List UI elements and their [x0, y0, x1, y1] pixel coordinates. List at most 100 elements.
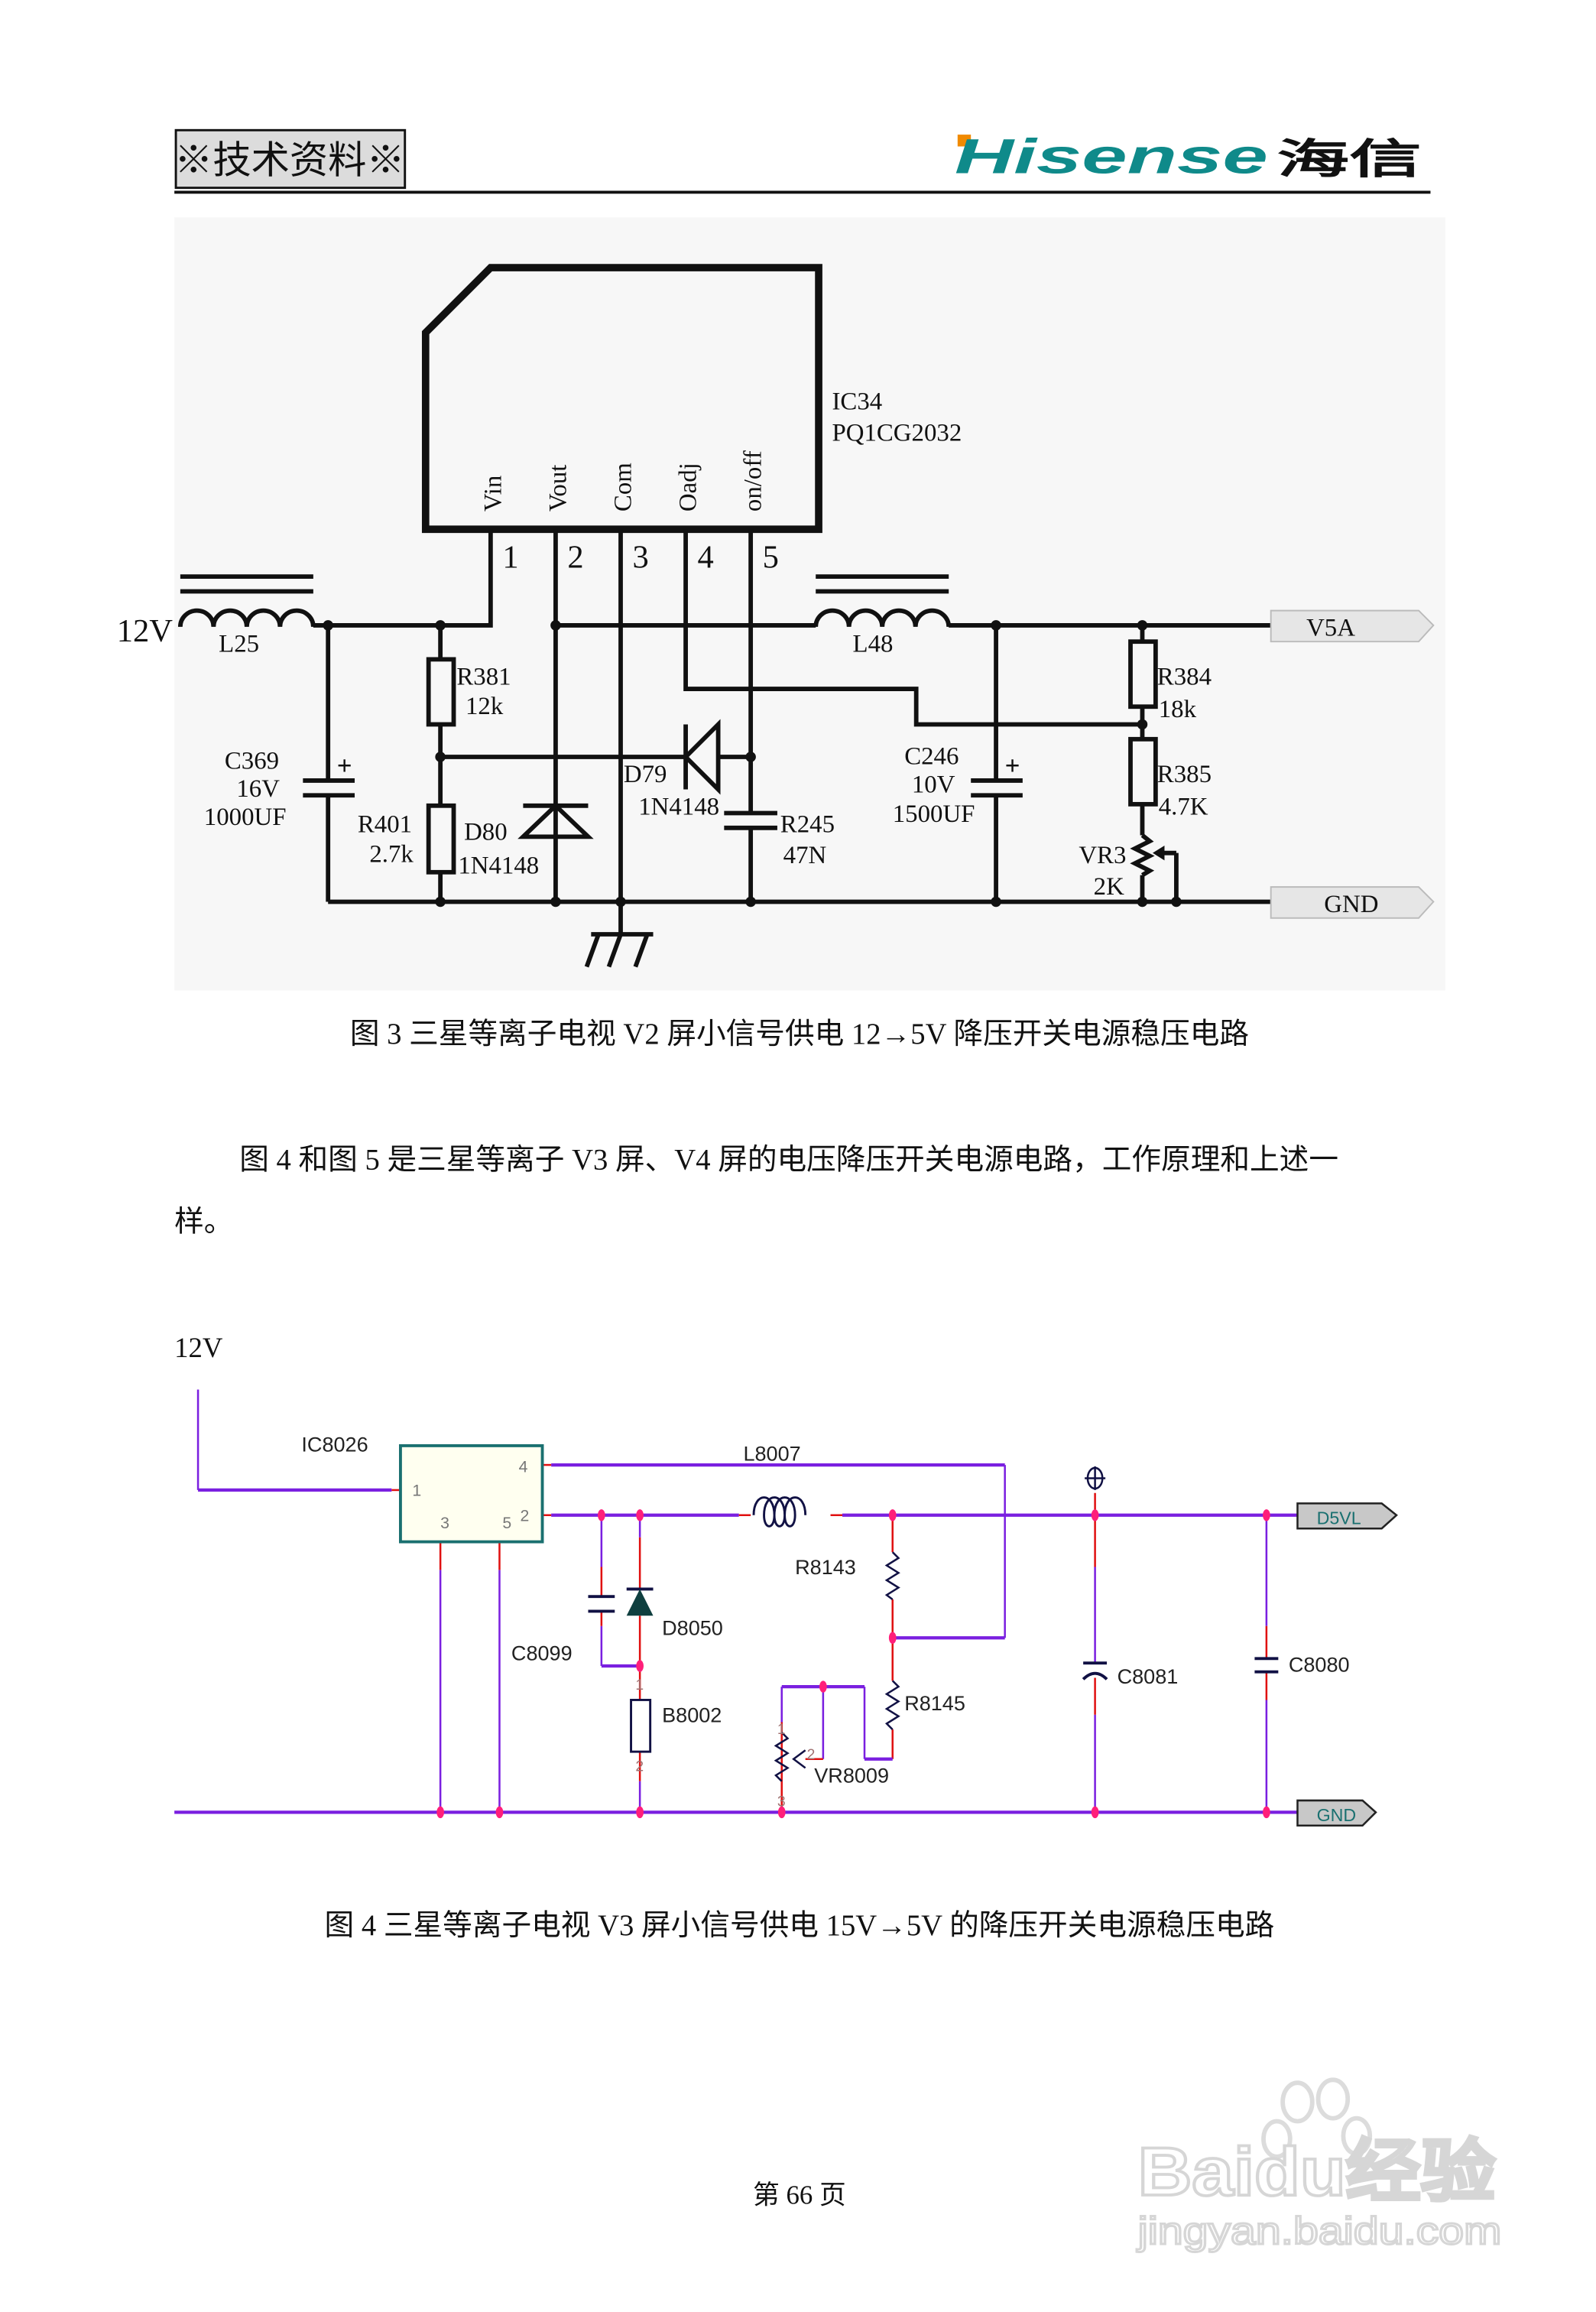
- d79-part: 1N4148: [638, 793, 719, 820]
- pin-label-onoff: on/off: [740, 450, 767, 511]
- b8002-pin-1: 1: [635, 1677, 644, 1693]
- inductor-l8007: L8007: [743, 1442, 807, 1528]
- figure-3-wires: [313, 529, 1271, 935]
- resistor-r401: R401 2.7k: [358, 803, 456, 875]
- d80-label: D80: [464, 818, 508, 846]
- gnd-label: GND: [1324, 891, 1378, 918]
- c369-voltage: 16V: [236, 775, 280, 803]
- logo-accent: [957, 135, 972, 147]
- pin-num-3: 3: [632, 540, 648, 576]
- capacitor-r245: R245 47N: [724, 810, 835, 869]
- pin-num-1: 1: [502, 540, 518, 576]
- ic8026-pin-1: 1: [412, 1482, 421, 1500]
- svg-text:+: +: [337, 751, 352, 781]
- tech-doc-badge-text: ※技术资料※: [174, 138, 405, 181]
- tech-doc-badge: [174, 128, 407, 190]
- r245-label: R245: [780, 811, 835, 839]
- ic8026-label: IC8026: [301, 1434, 368, 1456]
- capacitor-c8080: C8080: [1254, 1654, 1350, 1677]
- b8002-pin-2: 2: [635, 1758, 644, 1775]
- vr3-label: VR3: [1079, 842, 1126, 869]
- net-tag-d5vl: D5VL: [1296, 1502, 1398, 1530]
- pin-label-oadj: Oadj: [675, 463, 702, 511]
- d79-label: D79: [624, 761, 667, 788]
- v5a-label: V5A: [1306, 614, 1355, 641]
- r384-value: 18k: [1159, 696, 1197, 723]
- r381-value: 12k: [466, 693, 504, 720]
- d5vl-label: D5VL: [1317, 1508, 1361, 1528]
- b8002-label: B8002: [662, 1703, 722, 1726]
- capacitor-c8081: C8081: [1082, 1466, 1179, 1688]
- svg-text:+: +: [1005, 751, 1020, 781]
- resistor-r384: R384 18k: [1128, 639, 1212, 723]
- ic8026-pin-3: 3: [440, 1514, 449, 1532]
- r8143-label: R8143: [795, 1556, 856, 1579]
- paragraph-line-2: 样。: [174, 1206, 233, 1239]
- bead-b8002: B8002 1 2: [630, 1677, 722, 1775]
- resistor-r8145: R8145: [884, 1680, 965, 1731]
- page-number: 第 66 页: [753, 2180, 846, 2210]
- paw-icon: [1261, 2077, 1373, 2159]
- c8099-label: C8099: [511, 1641, 573, 1664]
- potentiometer-vr3: VR3 2K: [1079, 833, 1176, 901]
- vr8009-pin-3: 3: [777, 1794, 786, 1810]
- l8007-label: L8007: [743, 1442, 800, 1465]
- figure-4-junctions: [436, 1509, 1270, 1819]
- ic8026-pin-2: 2: [521, 1507, 530, 1525]
- pin-num-4: 4: [698, 540, 714, 576]
- ic8026-pin-4: 4: [519, 1458, 528, 1476]
- l25-label: L25: [219, 631, 259, 658]
- figure-4-wires: [174, 1389, 1298, 1814]
- figure-4-schematic: 12V IC8026 1 4 2: [174, 1332, 1398, 1827]
- figure-3-schematic: IC34 PQ1CG2032 Vin Vout Com Oadj on/off …: [117, 217, 1445, 991]
- resistor-r8143: R8143: [795, 1551, 900, 1601]
- baidu-watermark: Baidu经验 jingyan.baidu.com: [1135, 2077, 1503, 2253]
- figure-3-caption: 图 3 三星等离子电视 V2 屏小信号供电 12→5V 降压开关电源稳压电路: [350, 1018, 1249, 1050]
- pin-num-5: 5: [763, 540, 779, 576]
- watermark-url: jingyan.baidu.com: [1136, 2210, 1501, 2252]
- gnd-label-fig4: GND: [1317, 1805, 1357, 1825]
- inductor-l25: L25: [177, 574, 316, 658]
- net-tag-gnd-fig4: GND: [1296, 1799, 1377, 1827]
- potentiometer-vr8009: VR8009 1 2 3: [774, 1722, 889, 1810]
- r384-label: R384: [1157, 663, 1212, 690]
- r401-label: R401: [358, 811, 412, 839]
- r385-value: 4.7K: [1159, 793, 1208, 820]
- vr8009-pin-2: 2: [807, 1747, 816, 1763]
- capacitor-c8099: C8099: [511, 1595, 615, 1664]
- paragraph-line-1: 图 4 和图 5 是三星等离子 V3 屏、V4 屏的电压降压开关电源电路，工作原…: [239, 1143, 1338, 1176]
- l48-label: L48: [853, 631, 894, 658]
- r401-value: 2.7k: [369, 840, 414, 868]
- r385-label: R385: [1157, 761, 1212, 788]
- c246-voltage: 10V: [912, 771, 955, 798]
- resistor-r381: R381 12k: [426, 657, 511, 727]
- diode-d80: D80 1N4148: [458, 802, 594, 880]
- ic8026-pin-5: 5: [502, 1514, 511, 1532]
- input-12v-label-fig4: 12V: [174, 1332, 223, 1363]
- pin-label-com: Com: [610, 463, 637, 511]
- c8080-label: C8080: [1289, 1654, 1350, 1677]
- diode-d8050: D8050: [626, 1587, 723, 1639]
- net-tag-gnd: GND: [1270, 886, 1435, 919]
- c246-value: 1500UF: [893, 800, 975, 828]
- watermark-brand: Baidu经验: [1138, 2133, 1496, 2210]
- figure-3-background: [174, 217, 1445, 991]
- c369-label: C369: [225, 747, 279, 774]
- d8050-label: D8050: [662, 1616, 723, 1639]
- c246-label: C246: [904, 743, 959, 771]
- ground-symbol: [584, 932, 654, 968]
- c8081-label: C8081: [1118, 1665, 1179, 1688]
- ic34-name: IC34: [832, 388, 882, 416]
- pin-num-2: 2: [567, 540, 583, 576]
- vr8009-pin-1: 1: [777, 1722, 786, 1738]
- input-12v-label: 12V: [117, 613, 174, 649]
- pin-label-vin: Vin: [479, 476, 507, 511]
- r381-label: R381: [456, 663, 511, 690]
- capacitor-c369: + C369 16V 1000UF: [204, 747, 355, 831]
- figure-3-junctions: [323, 620, 1182, 908]
- r8145-label: R8145: [904, 1692, 965, 1715]
- pin-label-vout: Vout: [544, 465, 572, 511]
- logo-text: Hisense: [955, 128, 1268, 183]
- ic34-part: PQ1CG2032: [832, 419, 962, 446]
- d80-part: 1N4148: [458, 852, 539, 880]
